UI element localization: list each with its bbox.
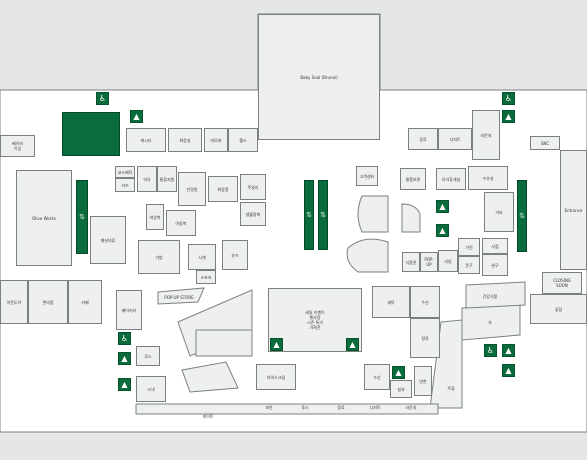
store-t3[interactable]: 마모마 xyxy=(204,128,228,152)
bottom-label-6: 라운지 xyxy=(405,405,417,410)
restroom-icon[interactable]: ♿ xyxy=(118,332,131,345)
store-t35[interactable]: 식품관 xyxy=(402,252,420,272)
store-t6[interactable]: 키즈 xyxy=(115,178,135,192)
store-t45[interactable]: 정육 xyxy=(410,318,440,358)
store-bottom xyxy=(135,403,439,415)
store-t37[interactable]: 리빙 xyxy=(438,250,458,272)
popup-label: POP-UP STORE xyxy=(164,295,194,300)
store-t39[interactable]: 문구 xyxy=(458,256,480,274)
store-t24[interactable]: 푸드 xyxy=(136,346,160,366)
store-round-2 xyxy=(346,238,389,273)
store-t22[interactable]: 카페 xyxy=(68,280,102,324)
store-t25[interactable]: 스낵 xyxy=(136,376,166,402)
bottom-label-3: 푸드 xyxy=(301,405,309,410)
store-t52[interactable]: CLOSING SOON xyxy=(542,272,582,294)
store-t15[interactable]: 아동복 xyxy=(166,210,196,236)
store-diagonal-3 xyxy=(181,361,239,393)
store-left-top[interactable]: 베이비 기념 xyxy=(0,135,35,157)
elevator-icon[interactable]: ▲ xyxy=(502,364,515,377)
store-baby-seal[interactable]: Baby Seal (Brunei) xyxy=(258,14,380,140)
store-t43[interactable]: 세탁 xyxy=(372,286,410,318)
store-t20[interactable]: 아웃도어 xyxy=(0,280,28,324)
store-t34[interactable]: 기타 xyxy=(484,192,514,232)
store-t9[interactable]: 안경원 xyxy=(178,172,206,206)
store-t50-label: 건강식품 xyxy=(482,294,498,299)
store-diagonal-2 xyxy=(195,329,253,357)
store-t30[interactable]: 고객센터 xyxy=(356,166,378,186)
store-t4[interactable]: 헬스 xyxy=(228,128,258,152)
store-t1[interactable]: 에시티 xyxy=(126,128,166,152)
store-t28[interactable]: 디저트 xyxy=(438,128,472,150)
store-t2[interactable]: 화장실 xyxy=(168,128,202,152)
elevator-icon[interactable]: ▲ xyxy=(502,110,515,123)
store-t27[interactable]: 음료 xyxy=(408,128,438,150)
store-diagonal-4 xyxy=(429,319,463,409)
elevator-icon[interactable]: ▲ xyxy=(118,378,131,391)
store-t7[interactable]: 약국 xyxy=(137,166,157,192)
store-t5[interactable]: 코스메틱 xyxy=(115,166,135,178)
escalator-center-1[interactable]: ⇅ xyxy=(304,180,314,250)
store-t21[interactable]: 편의점 xyxy=(28,280,68,324)
store-olive-works[interactable]: Olive Works xyxy=(16,170,72,266)
store-t51[interactable]: SNC xyxy=(530,136,560,150)
store-t47[interactable]: 청과 xyxy=(390,380,412,398)
store-t41[interactable]: 완구 xyxy=(482,254,508,276)
elevator-icon[interactable]: ▲ xyxy=(270,338,283,351)
elevator-icon[interactable]: ▲ xyxy=(130,110,143,123)
green-block-top-left xyxy=(62,112,120,156)
elevator-icon[interactable]: ▲ xyxy=(436,200,449,213)
store-t33[interactable]: 수유실 xyxy=(468,166,508,190)
store-t8[interactable]: 통합지원 xyxy=(157,166,177,192)
store-t12[interactable]: 생활잡화 xyxy=(240,202,266,226)
store-round-1 xyxy=(357,195,389,233)
store-right-edge[interactable]: Entrance xyxy=(560,150,587,270)
store-t16[interactable]: 가방 xyxy=(138,240,180,274)
store-t14[interactable]: 여성복 xyxy=(146,204,164,230)
store-diagonal-6 xyxy=(465,281,526,309)
elevator-icon[interactable]: ▲ xyxy=(346,338,359,351)
bottom-label-2: 보안 xyxy=(265,405,273,410)
store-t36[interactable]: POP-UP xyxy=(420,252,438,272)
store-t38[interactable]: 가전 xyxy=(458,238,480,256)
store-t10[interactable]: 화장품 xyxy=(208,176,238,202)
elevator-icon[interactable]: ▲ xyxy=(118,352,131,365)
store-t13[interactable]: 패션의류 xyxy=(90,216,126,264)
restroom-icon[interactable]: ♿ xyxy=(502,92,515,105)
bottom-label-4: 음료 xyxy=(337,405,345,410)
elevator-icon[interactable]: ▲ xyxy=(436,224,449,237)
bottom-label-1: 게이트 xyxy=(202,414,214,419)
store-t44[interactable]: 수선 xyxy=(410,286,440,318)
store-t17[interactable]: 시계 xyxy=(188,244,216,270)
store-label: Baby Seal (Brunei) xyxy=(300,74,338,80)
store-t55-label: 차 xyxy=(488,320,492,325)
escalator-right[interactable]: ⇅ xyxy=(517,180,527,252)
escalator-left[interactable]: ⇅ xyxy=(76,180,88,254)
store-t11[interactable]: 주얼리 xyxy=(240,174,266,200)
restroom-icon[interactable]: ♿ xyxy=(484,344,497,357)
store-t26[interactable]: 아이스크림 xyxy=(256,364,296,390)
store-t48[interactable]: 반찬 xyxy=(414,366,432,396)
elevator-icon[interactable]: ▲ xyxy=(502,344,515,357)
store-popup xyxy=(157,287,205,305)
store-t29[interactable]: 라운지 xyxy=(472,110,500,160)
store-t49-label: 주류 xyxy=(447,386,455,391)
store-t42[interactable]: 꽃집 xyxy=(530,294,587,324)
store-t23[interactable]: 베이커리 xyxy=(116,290,142,330)
store-t40[interactable]: 서점 xyxy=(482,238,508,254)
store-t19[interactable]: 스포츠 xyxy=(196,270,216,284)
escalator-center-2[interactable]: ⇅ xyxy=(318,180,328,250)
store-round-3 xyxy=(401,203,421,233)
store-t31[interactable]: 물품보관 xyxy=(400,168,426,190)
store-t32[interactable]: 유아휴게실 xyxy=(436,168,466,190)
bottom-label-5: 디저트 xyxy=(369,405,381,410)
restroom-icon[interactable]: ♿ xyxy=(96,92,109,105)
outside-bottom xyxy=(0,432,587,460)
elevator-icon[interactable]: ▲ xyxy=(392,366,405,379)
store-t18[interactable]: 슈즈 xyxy=(222,240,248,270)
store-t46[interactable]: 수산 xyxy=(364,364,390,390)
